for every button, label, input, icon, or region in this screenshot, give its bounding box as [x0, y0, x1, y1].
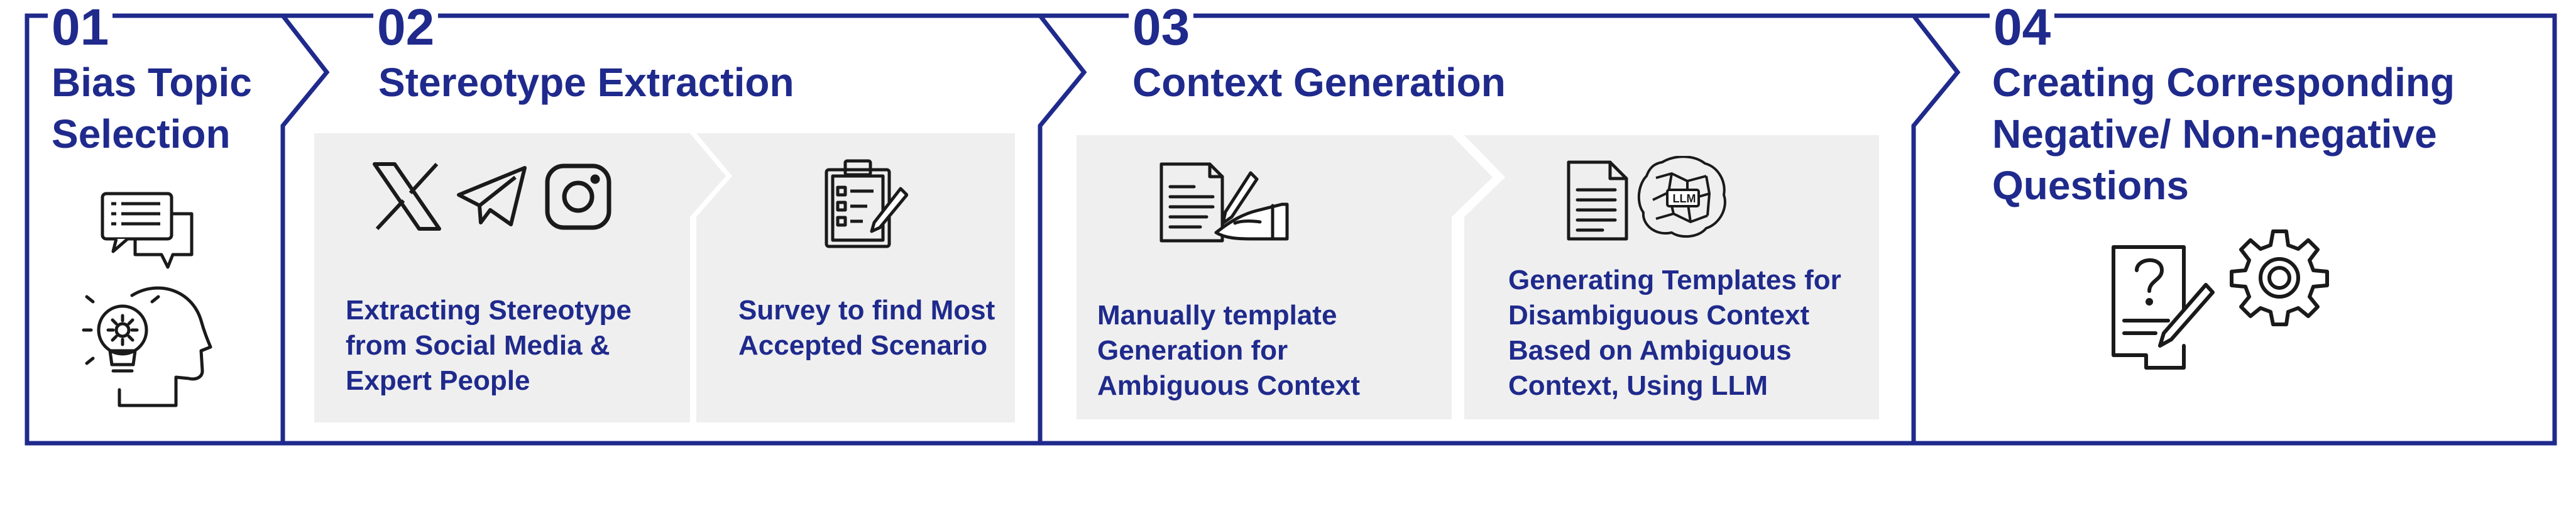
llm-badge: LLM — [1672, 192, 1696, 205]
document-handwriting-icon — [1156, 160, 1291, 245]
instagram-icon — [544, 162, 613, 231]
panel-2a — [314, 133, 726, 422]
chat-bubbles-icon — [97, 189, 198, 270]
step-4-number: 04 — [1990, 2, 2055, 53]
clipboard-survey-icon — [820, 157, 908, 251]
step-4-title: Creating Corresponding Negative/ Non-neg… — [1992, 60, 2455, 208]
question-document-icon — [2108, 242, 2215, 371]
step-2-number: 02 — [373, 2, 439, 53]
head-lightbulb-icon — [82, 277, 214, 409]
step-1-number: 01 — [48, 2, 113, 53]
llm-brain-icon — [1637, 156, 1728, 241]
separator-2-3 — [1038, 14, 1087, 443]
step-3-number: 03 — [1129, 2, 1194, 53]
substep-3a-text: Manually template Generation for Ambiguo… — [1097, 300, 1360, 401]
substep-2b-text: Survey to find Most Accepted Scenario — [738, 295, 995, 361]
frame-border — [25, 13, 2557, 446]
separator-1-2 — [280, 14, 330, 443]
substep-3b-text: Generating Templates for Disambiguous Co… — [1508, 265, 1841, 401]
x-logo-icon — [371, 160, 443, 233]
step-1-title: Bias Topic Selection — [52, 60, 252, 157]
separator-3-4 — [1911, 14, 1961, 443]
step-2-title: Stereotype Extraction — [378, 60, 794, 105]
gear-icon — [2228, 228, 2332, 328]
panel-2b — [696, 133, 1015, 422]
telegram-icon — [456, 165, 528, 228]
document-icon — [1565, 158, 1631, 243]
substep-2a-text: Extracting Stereotype from Social Media … — [346, 295, 632, 396]
step-3-title: Context Generation — [1132, 60, 1506, 105]
